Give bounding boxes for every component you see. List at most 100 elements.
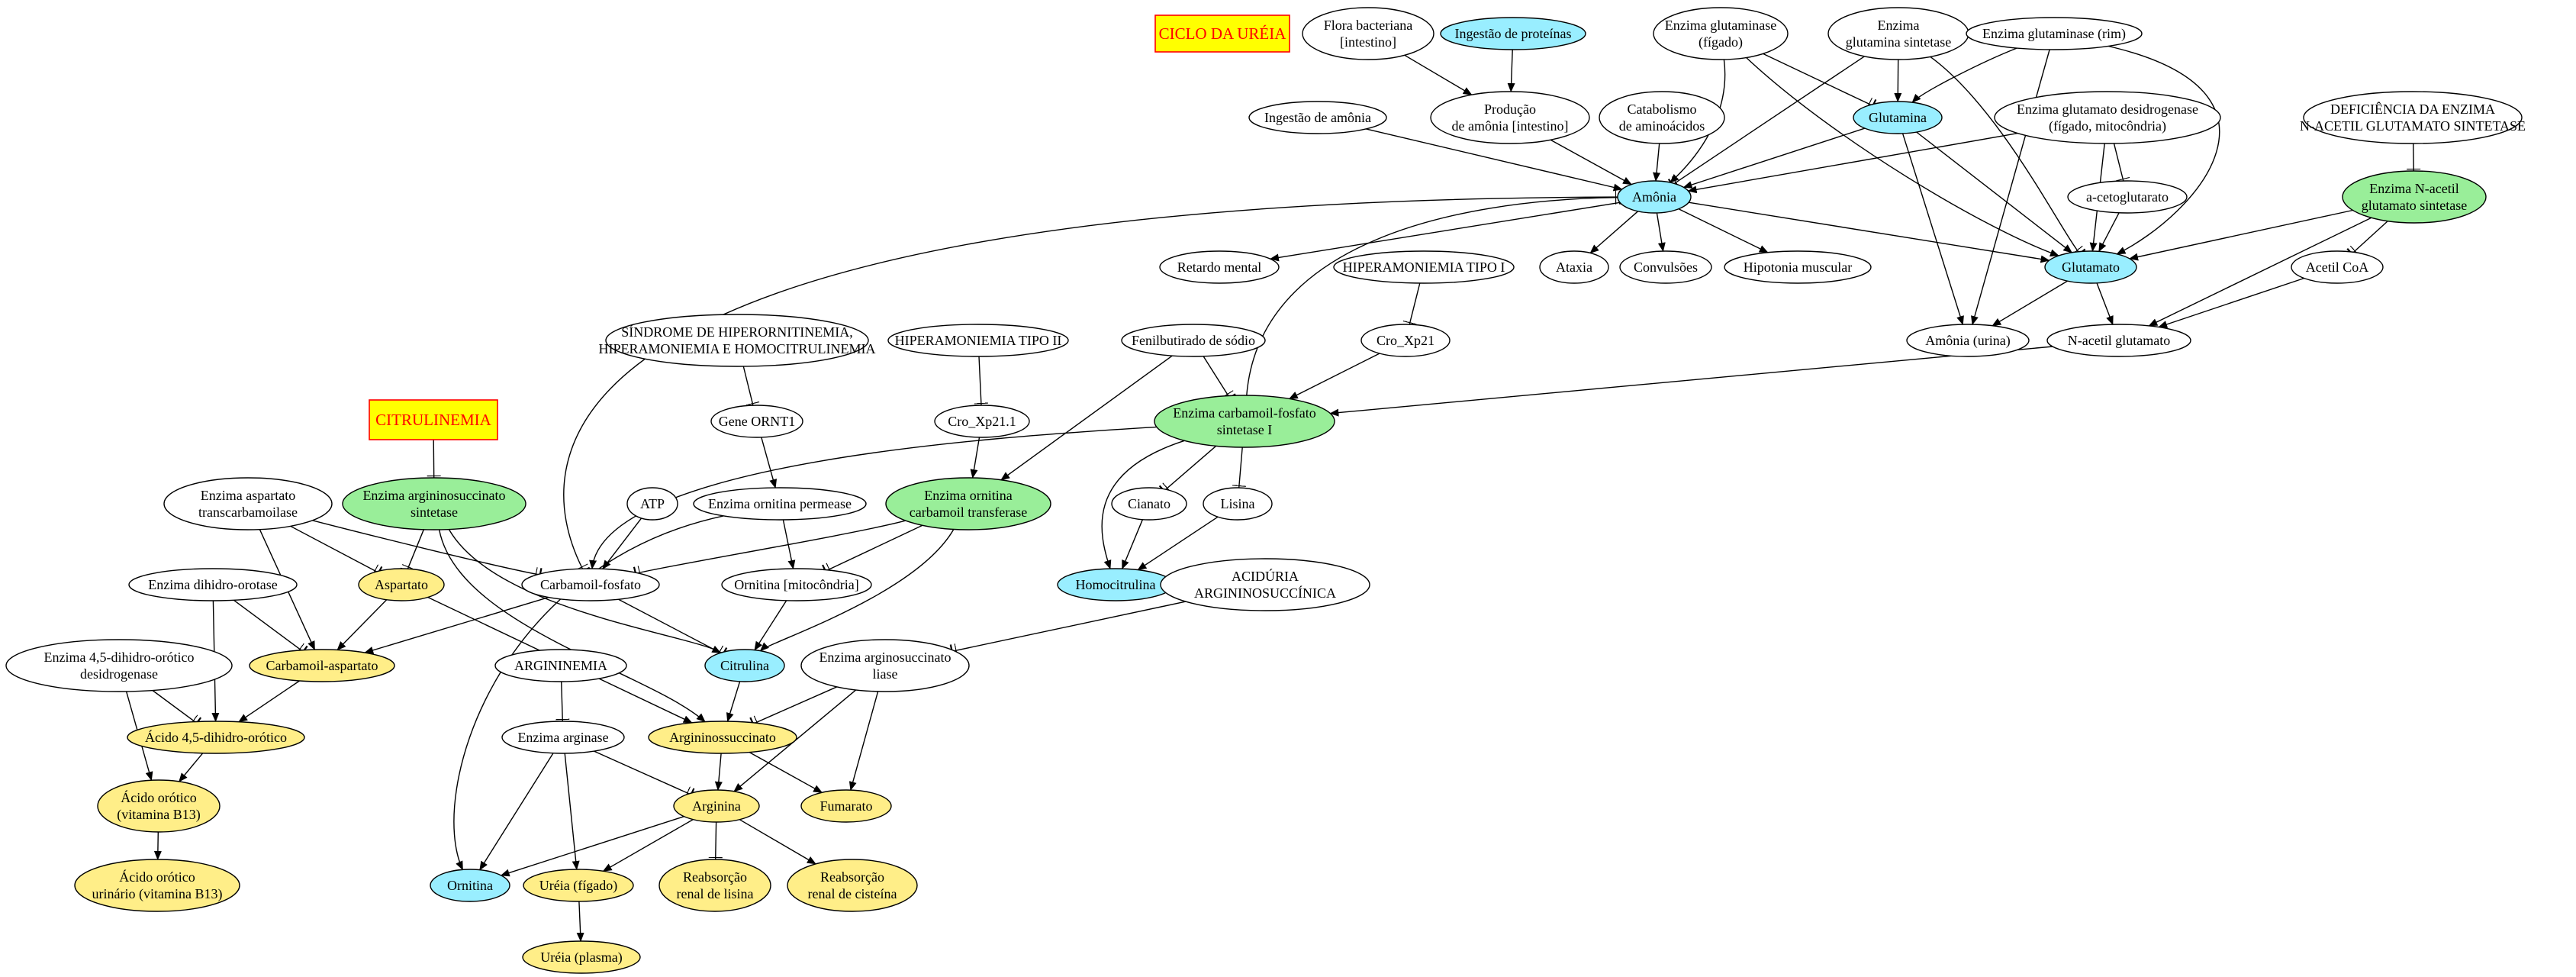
node-label-line: Enzima glutamato desidrogenase xyxy=(2017,102,2198,117)
edge-arg-to-rcis xyxy=(739,819,816,865)
node-ellipse xyxy=(721,568,872,601)
node-label-line: Glutamina xyxy=(1869,110,1927,125)
edge-gene-to-eop xyxy=(761,437,778,488)
node-a-cetoglutarato: a-cetoglutarato xyxy=(2067,180,2188,214)
node-ellipse xyxy=(605,314,869,367)
node-ellipse xyxy=(2067,180,2188,214)
node-label-line: Enzima glutaminase xyxy=(1665,18,1776,33)
node-ellipse xyxy=(800,789,892,823)
edge-gln-to-amur xyxy=(1901,133,1964,326)
node-retardo-mental: Retardo mental xyxy=(1159,250,1280,284)
node-label-line: Ingestão de amônia xyxy=(1264,110,1371,125)
node-ellipse xyxy=(800,639,970,692)
node-enzima-glutaminase-rim: Enzima glutaminase (rim) xyxy=(1966,17,2143,50)
node-label-line: CITRULINEMIA xyxy=(375,411,491,429)
node-label-line: Fumarato xyxy=(820,798,873,814)
edge-atp-to-cfos xyxy=(602,518,642,570)
edge-catab-to-amo xyxy=(1653,143,1661,182)
node-ellipse xyxy=(658,859,771,912)
node-label-line: HIPERAMONIEMIA E HOMOCITRULINEMIA xyxy=(599,341,876,356)
edge-gln-to-glu xyxy=(1916,131,2073,253)
node-ellipse xyxy=(1302,7,1435,60)
node-sindrome-de-hiperornitinemia-hiperamoniemia-e-homocitrulinemia: SÍNDROME DE HIPERORNITINEMIA,HIPERAMONIE… xyxy=(599,314,876,367)
node-homocitrulina: Homocitrulina xyxy=(1057,568,1174,601)
node-label-line: Citrulina xyxy=(720,658,769,673)
edge-ornm-to-cit xyxy=(754,600,787,651)
node-label-line: ARGININOSUCCÍNICA xyxy=(1194,585,1336,601)
node-label-line: liase xyxy=(873,666,898,682)
edge-arg-to-uref xyxy=(602,818,694,872)
node-ellipse xyxy=(522,940,641,974)
edge-ecps-to-lis xyxy=(1239,447,1243,488)
node-label-line: Enzima glutaminase (rim) xyxy=(1982,26,2126,42)
edge-asp-to-casp xyxy=(336,599,388,651)
node-label-line: Ingestão de proteínas xyxy=(1455,26,1572,41)
node-label-line: Lisina xyxy=(1221,496,1255,511)
node-ellipse xyxy=(494,649,627,682)
edge-acoa-to-nag xyxy=(2158,277,2304,328)
edge-enags-to-acoa xyxy=(2354,221,2388,253)
node-ellipse xyxy=(97,779,221,833)
edge-enags-to-nag xyxy=(2148,217,2372,327)
edge-args-to-arg xyxy=(714,753,723,791)
node-ellipse xyxy=(648,721,797,754)
edge-flora-to-prod xyxy=(1404,54,1473,95)
edge-earg-to-arg xyxy=(594,750,690,794)
node-label-line: Amônia (urina) xyxy=(1925,333,2010,349)
node-label-line: Homocitrulina xyxy=(1076,577,1156,592)
node-ellipse xyxy=(1203,487,1273,521)
node-label-line: Ornitina [mitocôndria] xyxy=(734,577,858,592)
node-ureia-plasma: Uréia (plasma) xyxy=(522,940,641,974)
node-ellipse xyxy=(430,869,510,902)
node-label-line: Cianato xyxy=(1128,496,1170,511)
node-ellipse xyxy=(1111,487,1187,521)
node-label-line: Ácido 4,5-dihidro-orótico xyxy=(145,729,287,745)
edge-enags-to-glu xyxy=(2129,209,2353,261)
edge-cfos-to-cit xyxy=(618,598,722,654)
edge-args-to-fum xyxy=(749,751,823,793)
edge-def-to-enags xyxy=(2413,143,2414,171)
edge-cro21-to-ecps xyxy=(1288,353,1380,400)
node-label-line: Enzima ornitina permease xyxy=(708,496,852,511)
node-enzima-ornitina-permease: Enzima ornitina permease xyxy=(693,487,867,521)
edge-egs-to-amo xyxy=(1674,56,1865,184)
edge-eass-to-args xyxy=(438,529,706,723)
node-label-line: Ataxia xyxy=(1556,260,1592,275)
node-citrulina: Citrulina xyxy=(704,649,785,682)
node-fumarato: Fumarato xyxy=(800,789,892,823)
edge-egr-to-glu xyxy=(2108,45,2220,255)
edge-glu-to-nag xyxy=(2096,282,2114,326)
edge-glu-to-amur xyxy=(1992,280,2068,327)
node-carbamoil-aspartato: Carbamoil-aspartato xyxy=(249,649,395,682)
node-cro-xp21: Cro_Xp21 xyxy=(1360,324,1451,357)
node-ellipse xyxy=(1430,91,1590,144)
node-label-line: Enzima arginosuccinato xyxy=(819,650,951,665)
edge-egr-to-gln xyxy=(1911,47,2017,103)
node-label-line: Uréia (fígado) xyxy=(539,878,617,894)
node-amonia: Amônia xyxy=(1617,180,1692,214)
edge-ingam-to-amo xyxy=(1366,128,1623,192)
node-ellipse xyxy=(1966,17,2143,50)
edge-ecps-to-cfos xyxy=(589,426,1157,569)
node-glutamina: Glutamina xyxy=(1853,101,1943,134)
node-label-line: de aminoácidos xyxy=(1619,118,1705,134)
node-label-line: Flora bacteriana xyxy=(1324,18,1412,33)
node-amonia-urina: Amônia (urina) xyxy=(1906,324,2030,357)
node-label-line: Produção xyxy=(1484,102,1536,117)
node-ellipse xyxy=(693,487,867,521)
edge-egr-to-amur xyxy=(1971,49,2050,326)
node-ornitina-mitocondria: Ornitina [mitocôndria] xyxy=(721,568,872,601)
node-ellipse xyxy=(521,568,660,601)
node-label-line: de amônia [intestino] xyxy=(1452,118,1569,134)
node-label-line: Retardo mental xyxy=(1177,260,1261,275)
node-label-line: renal de cisteína xyxy=(808,886,897,901)
node-label-line: N-ACETIL GLUTAMATO SINTETASE xyxy=(2300,118,2526,134)
node-label-line: a-cetoglutarato xyxy=(2086,189,2169,205)
node-flora-bacteriana-intestino: Flora bacteriana[intestino] xyxy=(1302,7,1435,60)
